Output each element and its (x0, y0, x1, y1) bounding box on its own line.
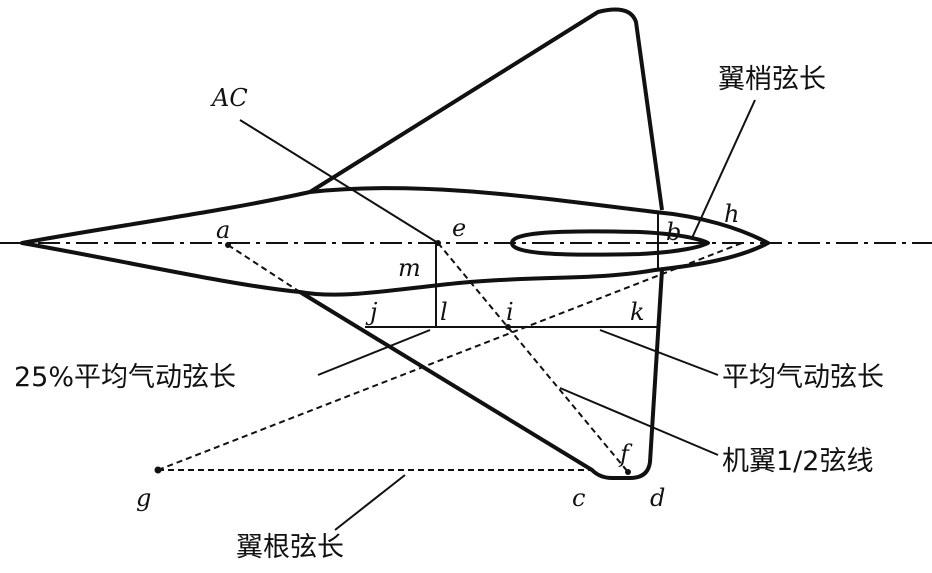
label-f: f (618, 440, 633, 468)
leader-half-chord (559, 387, 719, 456)
label-h: h (724, 200, 739, 228)
label-l: l (440, 298, 448, 326)
label-i: i (506, 298, 514, 326)
leader-mac-25 (317, 329, 431, 376)
a-dashed-segment (227, 244, 301, 293)
point-g-dot (154, 466, 162, 474)
label-ac: AC (210, 84, 248, 112)
label-k: k (630, 298, 645, 326)
label-m: m (398, 254, 421, 282)
label-d: d (650, 484, 665, 512)
fuselage-outline (20, 186, 770, 297)
leader-tip-chord (691, 99, 756, 239)
delta-wing-outline (298, 7, 664, 480)
point-e-dot (435, 240, 441, 246)
label-half-chord-line: 机翼1/2弦线 (722, 446, 873, 477)
label-b: b (666, 218, 681, 246)
ac-line (239, 119, 439, 244)
point-a-dot (225, 242, 231, 248)
label-tip-chord: 翼梢弦长 (718, 64, 826, 95)
label-c: c (572, 484, 585, 512)
leader-root-chord (334, 474, 406, 531)
label-g: g (136, 484, 151, 512)
label-root-chord: 翼根弦长 (236, 532, 344, 563)
canopy (510, 229, 710, 257)
leader-mac (599, 329, 719, 376)
label-a: a (216, 216, 230, 244)
label-j: j (365, 298, 378, 326)
point-f-dot (625, 469, 631, 475)
label-e: e (452, 214, 466, 242)
label-mac-25: 25%平均气动弦长 (14, 362, 236, 393)
point-i-dot (505, 324, 511, 330)
g-h-diagonal (157, 242, 743, 471)
label-mac: 平均气动弦长 (722, 362, 884, 393)
